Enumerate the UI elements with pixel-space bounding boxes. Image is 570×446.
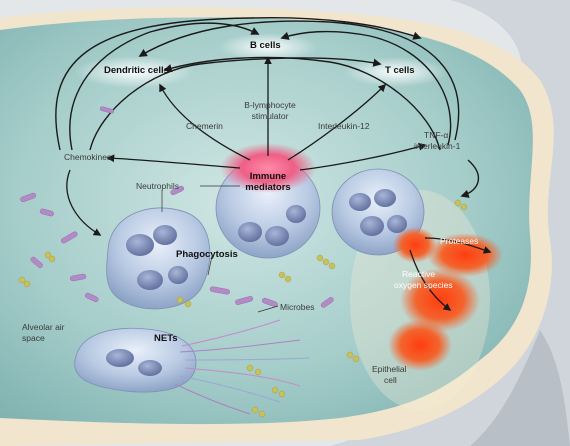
label-b-cells: B cells bbox=[250, 40, 281, 51]
arc-tnf-to-dendritic-inner bbox=[163, 56, 441, 151]
mediator-arrows bbox=[66, 56, 427, 236]
ros-cloud bbox=[388, 227, 503, 371]
label-immune-mediators-2: mediators bbox=[245, 182, 291, 193]
label-alveolar-space: space bbox=[22, 333, 45, 343]
neutrophil-center bbox=[215, 143, 321, 259]
label-reactive-oxygen-1: Reactive bbox=[402, 269, 436, 279]
label-chemerin: Chemerin bbox=[186, 121, 223, 131]
arc-tnf-to-right-cell bbox=[460, 159, 480, 198]
label-dendritic-cells: Dendritic cells bbox=[104, 65, 169, 76]
label-proteases: Proteases bbox=[440, 236, 479, 246]
label-nets: NETs bbox=[154, 333, 178, 344]
label-immune-mediators-1: Immune bbox=[249, 171, 287, 182]
label-epithelial: Epithelial bbox=[372, 364, 407, 374]
neutrophil-nets bbox=[74, 327, 197, 393]
microbes-yellow bbox=[18, 199, 468, 418]
arc-chemokines-to-tcells bbox=[55, 17, 422, 151]
label-alveolar-air: Alveolar air bbox=[22, 322, 65, 332]
label-t-cells: T cells bbox=[385, 65, 415, 76]
label-b-lymphocyte-stimulator-2: stimulator bbox=[251, 111, 289, 121]
label-tnf-alpha: TNF-α, bbox=[424, 130, 451, 140]
arc-tnf-to-bcells bbox=[280, 30, 452, 146]
arc-tnf-to-dendritic bbox=[138, 20, 460, 141]
label-reactive-oxygen-2: oxygen species bbox=[394, 280, 453, 290]
label-neutrophils: Neutrophils bbox=[136, 181, 179, 191]
neutrophil-left bbox=[106, 207, 211, 310]
label-microbes: Microbes bbox=[280, 302, 315, 312]
arc-chemokines-to-bcells bbox=[69, 22, 260, 151]
label-epithelial-cell: cell bbox=[384, 375, 397, 385]
label-interleukin-1: interleukin-1 bbox=[414, 141, 461, 151]
net-fibers bbox=[174, 319, 311, 415]
right-lower-tissue bbox=[470, 330, 570, 446]
label-interleukin-12: Interleukin-12 bbox=[318, 121, 370, 131]
leader-lines bbox=[161, 185, 279, 313]
label-chemokines: Chemokines bbox=[64, 152, 112, 162]
arc-arrows bbox=[55, 17, 480, 198]
tcell-cloud bbox=[344, 57, 448, 87]
label-b-lymphocyte-stimulator-1: B-lymphocyte bbox=[244, 100, 296, 110]
microbes-purple bbox=[20, 106, 334, 308]
bcell-cloud bbox=[218, 33, 318, 61]
dendritic-cloud bbox=[75, 56, 195, 88]
ros-arrows bbox=[409, 237, 492, 311]
label-phagocytosis: Phagocytosis bbox=[176, 249, 238, 260]
